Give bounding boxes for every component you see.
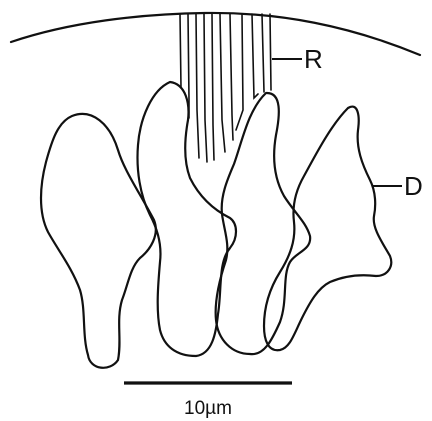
fiber-bundle <box>180 14 271 162</box>
cell-2 <box>138 82 237 356</box>
label-d: D <box>404 171 423 201</box>
scale-bar-label: 10µm <box>184 398 232 419</box>
cell-3 <box>216 93 311 354</box>
label-r: R <box>304 44 323 74</box>
surface-boundary <box>11 13 420 55</box>
